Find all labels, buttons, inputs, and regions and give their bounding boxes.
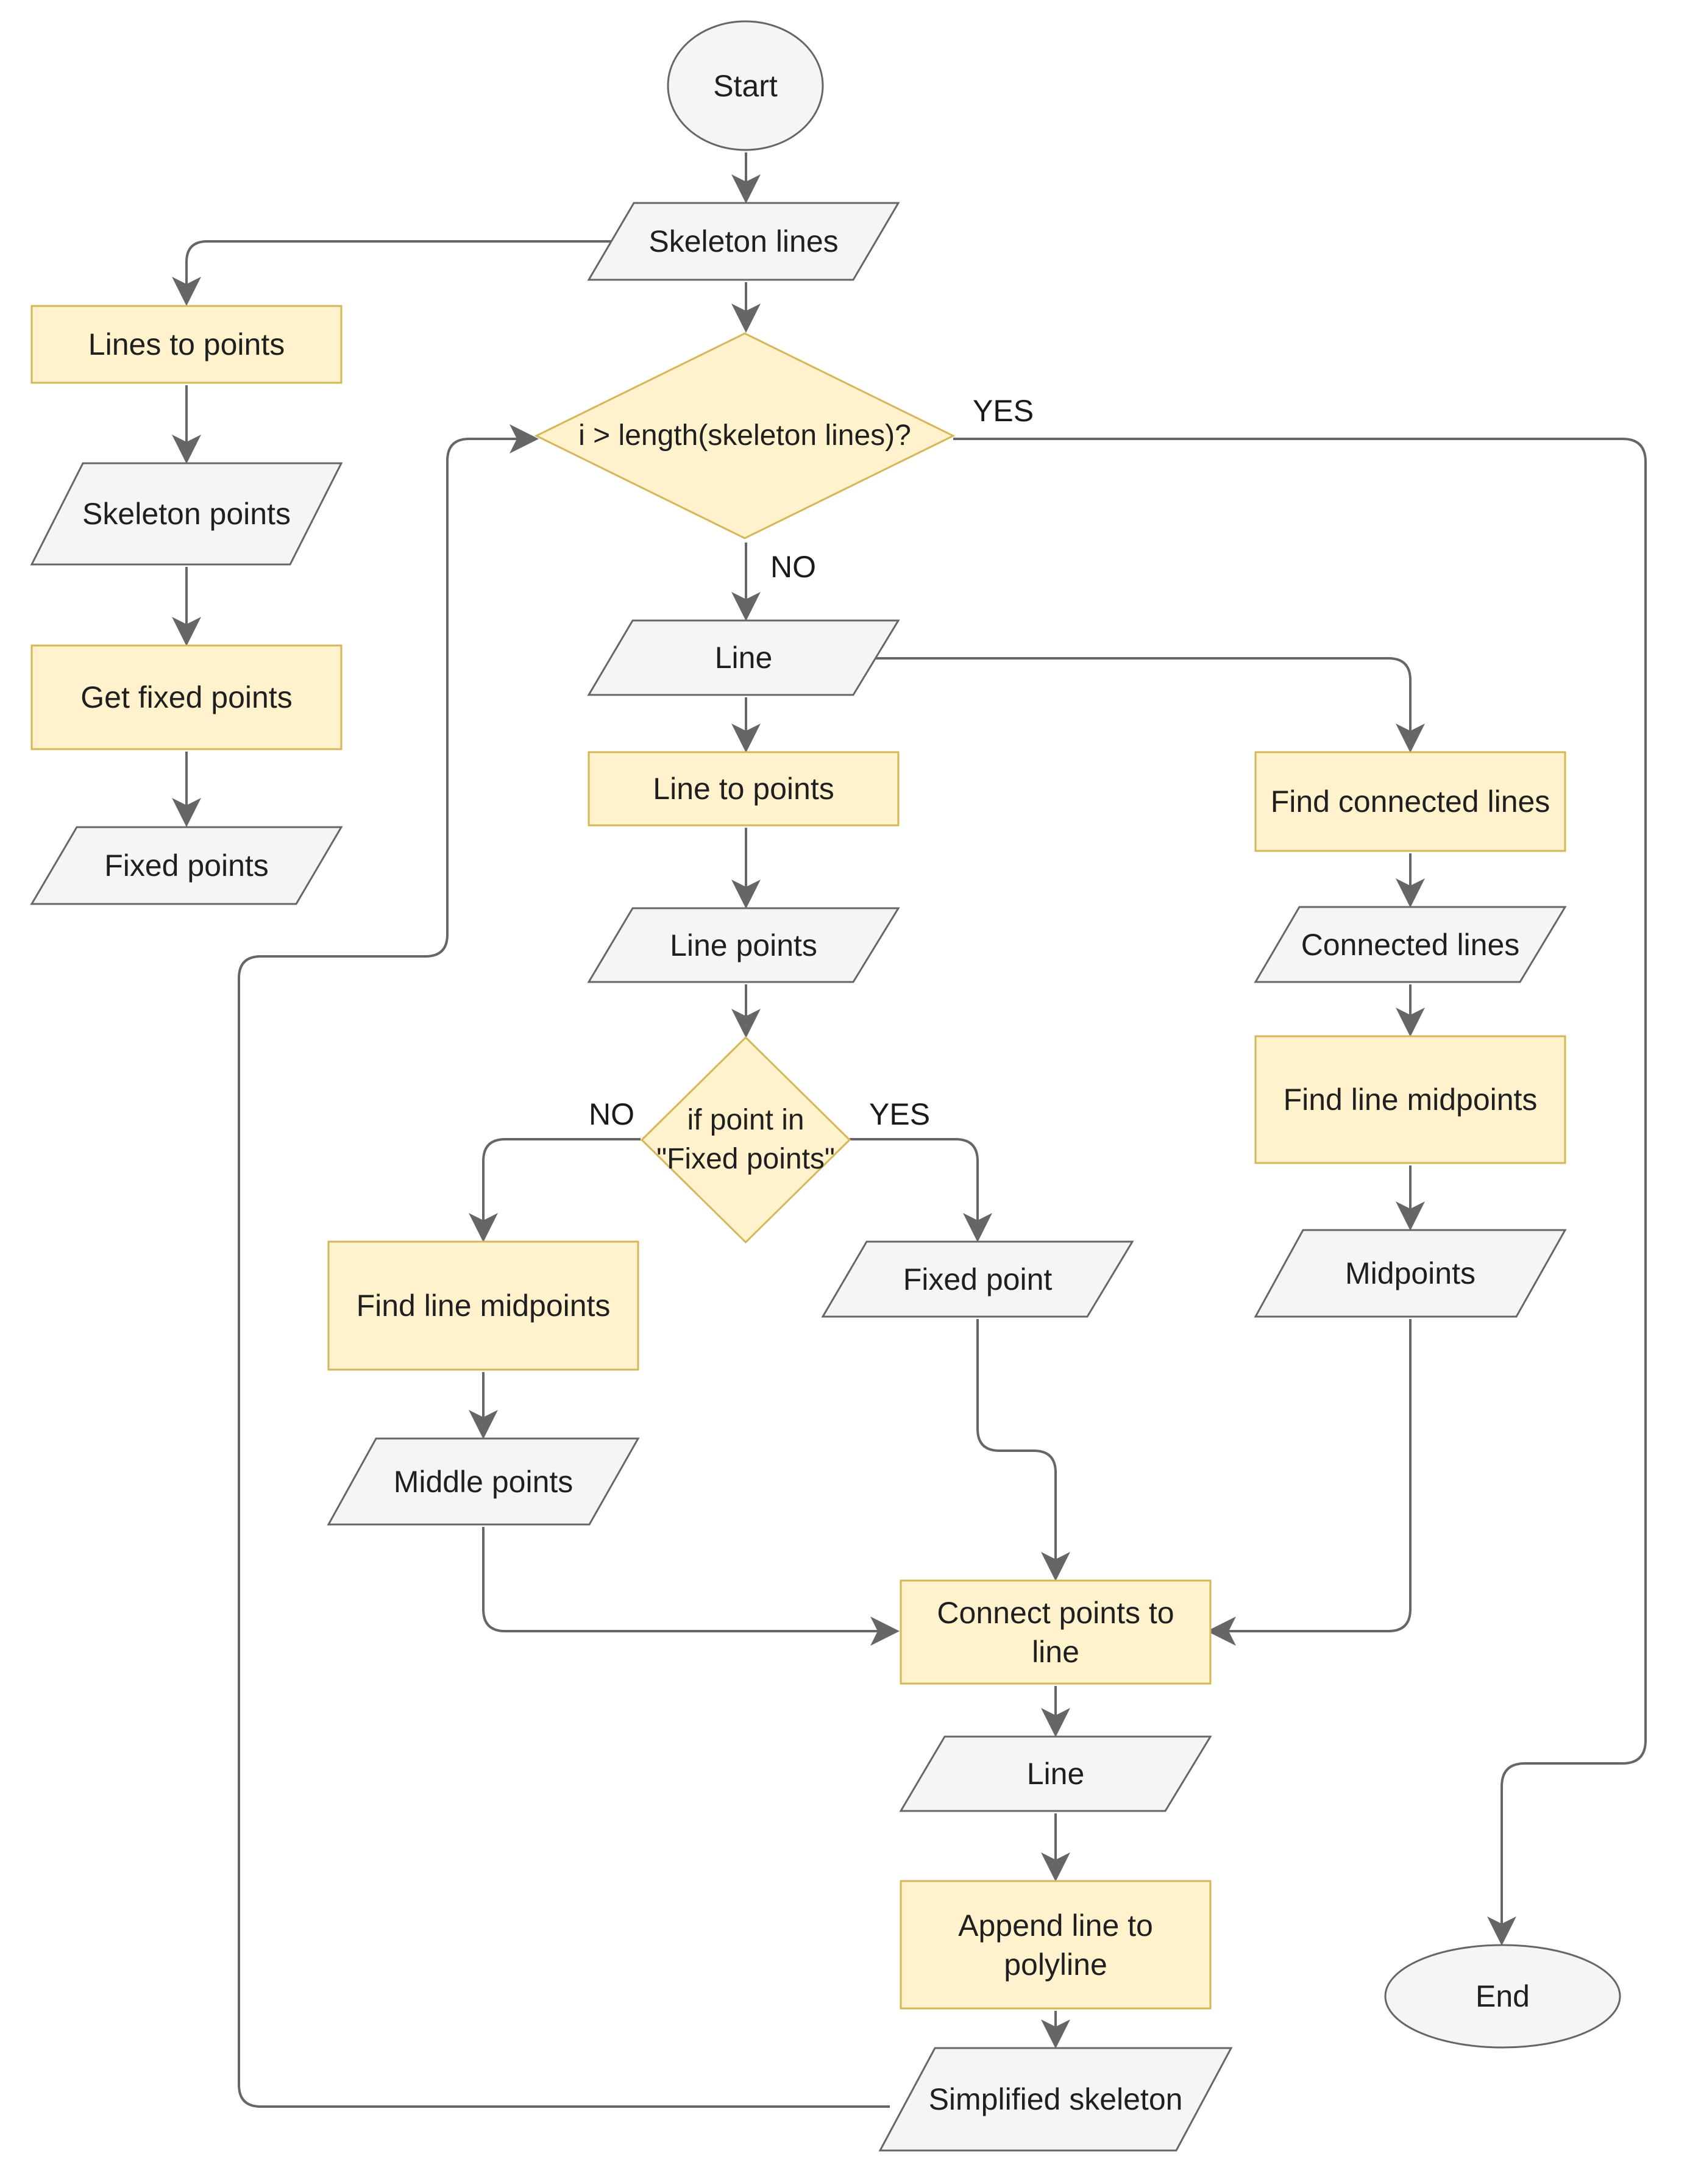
find-line-midpoints-right-label: Find line midpoints <box>1283 1083 1538 1117</box>
edge-midpoints-to-connect-points <box>1207 1319 1412 1646</box>
start-terminal: Start <box>667 20 824 151</box>
find-line-midpoints-left-process: Find line midpoints <box>327 1240 639 1371</box>
lines-to-points-process: Lines to points <box>30 305 343 384</box>
connect-points-label: Connect points to line <box>937 1595 1174 1669</box>
line-output-label: Line <box>1026 1757 1085 1791</box>
append-line-process: Append line to polyline <box>900 1880 1212 2010</box>
midpoints-data: Midpoints <box>1254 1229 1567 1318</box>
start-label: Start <box>713 68 778 103</box>
line-points-label: Line points <box>670 928 817 962</box>
fixed-point-data: Fixed point <box>821 1240 1134 1318</box>
connected-lines-label: Connected lines <box>1301 927 1520 962</box>
find-connected-lines-label: Find connected lines <box>1270 784 1550 819</box>
skeleton-points-data: Skeleton points <box>30 462 343 566</box>
connect-points-process: Connect points to line <box>900 1579 1212 1685</box>
edge-line-to-find-connected-lines <box>865 657 1425 753</box>
line-to-points-process: Line to points <box>588 751 900 827</box>
get-fixed-points-process: Get fixed points <box>30 644 343 750</box>
point-condition-decision: if point in "Fixed points" <box>640 1036 851 1244</box>
point-no-label: NO <box>589 1097 634 1131</box>
loop-condition-decision: i > length(skeleton lines)? <box>534 332 956 539</box>
loop-condition-label: i > length(skeleton lines)? <box>578 419 911 452</box>
point-condition-label: if point in "Fixed points" <box>656 1104 835 1175</box>
end-label: End <box>1476 1979 1530 2013</box>
append-line-label: Append line to polyline <box>958 1908 1153 1982</box>
skeleton-lines-data: Skeleton lines <box>587 202 900 281</box>
lines-to-points-label: Lines to points <box>88 327 285 361</box>
line-output-data: Line <box>899 1735 1212 1812</box>
edge-skeleton-lines-to-lines-to-points <box>172 240 611 306</box>
loop-yes-label: YES <box>973 394 1034 428</box>
edge-point-no-to-find-midpoints-left <box>469 1138 641 1242</box>
skeleton-points-label: Skeleton points <box>82 497 291 531</box>
find-line-midpoints-left-label: Find line midpoints <box>356 1289 611 1323</box>
find-connected-lines-process: Find connected lines <box>1254 751 1566 852</box>
edge-simplified-skeleton-loop-back <box>238 424 890 2108</box>
fixed-points-data: Fixed points <box>30 826 343 905</box>
middle-points-data: Middle points <box>327 1437 640 1526</box>
end-terminal: End <box>1384 1944 1621 2049</box>
point-yes-label: YES <box>869 1097 931 1131</box>
fixed-point-label: Fixed point <box>903 1262 1053 1297</box>
edge-middle-points-to-connect-points <box>482 1527 900 1646</box>
middle-points-label: Middle points <box>393 1464 574 1499</box>
find-line-midpoints-right-process: Find line midpoints <box>1254 1035 1566 1164</box>
edge-fixed-point-to-connect-points <box>976 1319 1070 1581</box>
edge-loop-yes-to-end <box>953 438 1647 1946</box>
line-input-data: Line <box>587 619 900 696</box>
skeleton-lines-label: Skeleton lines <box>648 224 839 258</box>
simplified-skeleton-label: Simplified skeleton <box>928 2082 1183 2116</box>
fixed-points-label: Fixed points <box>104 848 269 883</box>
line-input-label: Line <box>714 641 773 675</box>
connected-lines-data: Connected lines <box>1254 906 1567 983</box>
loop-no-label: NO <box>770 550 816 584</box>
midpoints-label: Midpoints <box>1345 1256 1476 1290</box>
line-points-data: Line points <box>587 907 900 983</box>
line-to-points-label: Line to points <box>653 772 834 806</box>
get-fixed-points-label: Get fixed points <box>80 680 293 714</box>
simplified-skeleton-data: Simplified skeleton <box>878 2047 1233 2152</box>
edge-point-yes-to-fixed-point <box>850 1138 992 1242</box>
